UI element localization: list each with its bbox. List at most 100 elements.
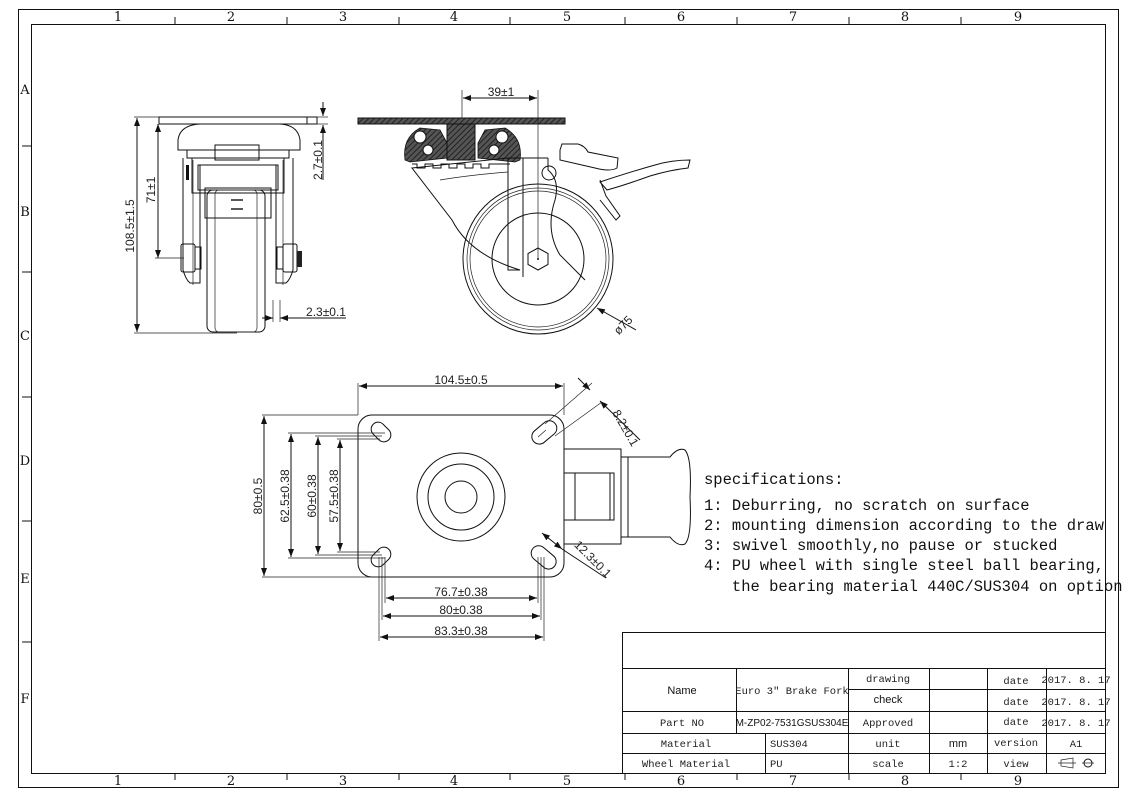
version-value: A1	[1070, 739, 1083, 751]
spec-item: 2: mounting dimension according to the d…	[704, 517, 1105, 535]
spec-item: 3: swivel smoothly,no pause or stucked	[704, 537, 1057, 555]
top-plate	[158, 116, 318, 125]
scale-value: 1:2	[949, 759, 968, 771]
axle-hex	[527, 247, 549, 271]
spec-item: 1: Deburring, no scratch on surface	[704, 497, 1030, 515]
col-label: 9	[1014, 10, 1022, 25]
dim-fork-gap: 2.3±0.1	[306, 305, 346, 319]
mounting-slot	[370, 421, 392, 443]
unit-label: unit	[875, 739, 900, 751]
wheel-front	[206, 189, 266, 333]
dim-plate-thickness: 2.7±0.1	[311, 140, 325, 180]
col-label: 9	[1014, 774, 1022, 789]
part-no-label: Part NO	[660, 718, 704, 730]
brake-pedal	[559, 143, 619, 171]
column-labels-top: 1 2 3 4 5 6 7 8 9	[114, 10, 1022, 25]
material-value: SUS304	[770, 739, 808, 751]
dim-slot-width: 8.2±0.1	[609, 407, 641, 449]
approved-label: Approved	[863, 718, 913, 730]
fork-body	[411, 157, 521, 271]
dim-wheel-diameter: ø75	[611, 313, 636, 338]
col-label: 5	[563, 10, 571, 25]
mounting-slot	[370, 546, 392, 568]
swivel-cap	[177, 123, 301, 151]
unit-value: mm	[949, 738, 967, 750]
date-value: 2017. 8. 17	[1041, 675, 1110, 687]
dim-offset: 39±1	[488, 85, 515, 99]
col-label: 4	[450, 774, 458, 789]
row-label: F	[20, 692, 29, 707]
specifications: specifications: 1: Deburring, no scratch…	[704, 471, 1123, 596]
dim-axle-height: 71±1	[144, 176, 158, 203]
row-label: B	[20, 205, 30, 220]
col-label: 7	[789, 10, 797, 25]
title-block: Name Euro 3" Brake Fork Part NO M-ZP02-7…	[622, 632, 1111, 774]
part-no-value: M-ZP02-7531GSUS304E	[736, 718, 849, 729]
row-label: E	[20, 572, 30, 587]
col-label: 6	[677, 774, 685, 789]
outer-border	[18, 9, 1119, 788]
dim-hole-pitch-3: 83.3±0.38	[434, 624, 488, 638]
col-label: 2	[227, 774, 235, 789]
date-value: 2017. 8. 17	[1041, 697, 1110, 709]
col-label: 2	[227, 10, 235, 25]
row-label: C	[20, 329, 30, 344]
col-label: 5	[563, 774, 571, 789]
col-label: 1	[114, 774, 122, 789]
col-label: 4	[450, 10, 458, 25]
date-label: date	[1003, 676, 1028, 688]
col-label: 3	[339, 10, 347, 25]
brake-lever	[599, 159, 691, 191]
column-labels-bottom: 1 2 3 4 5 6 7 8 9	[114, 773, 1022, 789]
dim-hole-span-2: 60±0.38	[305, 474, 319, 518]
dim-overall-height: 108.5±1.5	[123, 199, 137, 253]
row-label: D	[20, 454, 30, 469]
brake-pedal-plan	[621, 448, 691, 546]
brake-pivot	[541, 165, 557, 181]
col-label: 7	[789, 774, 797, 789]
scale-label: scale	[872, 759, 904, 771]
spec-item: the bearing material 440C/SUS304 on opti…	[704, 578, 1123, 596]
col-label: 8	[901, 774, 909, 789]
top-plate-section	[357, 117, 566, 125]
col-label: 6	[677, 10, 685, 25]
front-view: 108.5±1.5 71±1 2.7±0.1 2.3±0.1	[123, 102, 346, 334]
axle-nut	[282, 243, 298, 273]
swivel-ring-outer	[416, 452, 506, 542]
side-view: 39±1 ø75	[357, 85, 691, 338]
dim-hole-pitch-1: 76.7±0.38	[434, 585, 488, 599]
specifications-title: specifications:	[704, 471, 844, 489]
wheel-material-label: Wheel Material	[642, 759, 730, 771]
material-label: Material	[661, 739, 711, 751]
top-view: 104.5±0.5 80±0.5 62.5±0.38 60±0.38 57.5±…	[251, 373, 691, 641]
row-labels: A B C D E F	[19, 83, 31, 707]
view-label: view	[1003, 759, 1029, 771]
name-value: Euro 3" Brake Fork	[735, 686, 848, 698]
kingpin-hole	[444, 480, 478, 514]
drawing-frame	[18, 9, 1119, 788]
dim-plate-width: 80±0.5	[251, 477, 265, 514]
dim-hole-span-1: 62.5±0.38	[278, 469, 292, 523]
date-value: 2017. 8. 17	[1041, 718, 1110, 730]
spec-item: 4: PU wheel with single steel ball beari…	[704, 557, 1104, 575]
first-angle-projection-icon	[1058, 757, 1094, 769]
mounting-slot	[531, 420, 558, 445]
name-label: Name	[667, 685, 696, 697]
check-label: check	[874, 694, 903, 706]
drawing-label: drawing	[866, 674, 910, 686]
wheel-material-value: PU	[770, 759, 783, 771]
brake-housing	[563, 448, 622, 545]
col-label: 3	[339, 774, 347, 789]
date-label: date	[1003, 717, 1028, 729]
col-label: 1	[114, 10, 122, 25]
version-label: version	[994, 738, 1038, 750]
col-label: 8	[901, 10, 909, 25]
date-label: date	[1003, 697, 1028, 709]
row-label: A	[19, 83, 30, 98]
kingpin-section	[446, 123, 476, 161]
dim-hole-span-3: 57.5±0.38	[327, 469, 341, 523]
dim-plate-length: 104.5±0.5	[434, 373, 488, 387]
mounting-slot	[530, 545, 557, 570]
dim-hole-pitch-2: 80±0.38	[439, 603, 483, 617]
